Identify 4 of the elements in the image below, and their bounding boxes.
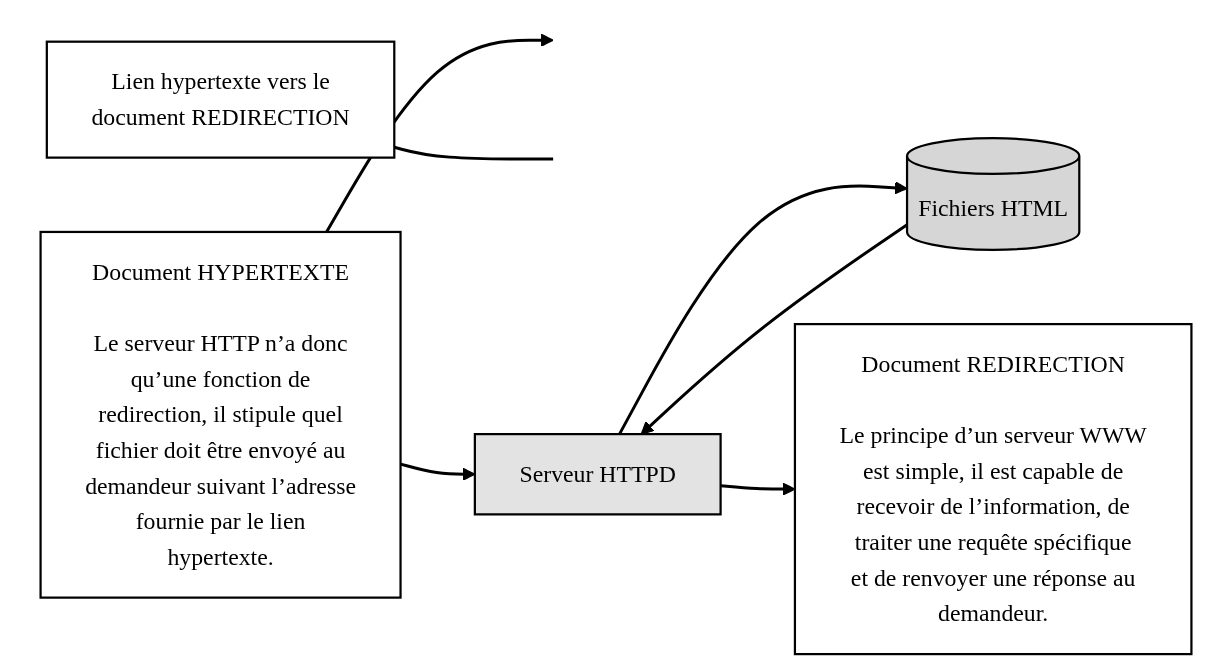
node-box: Document HYPERTEXTE Le serveur HTTP n’a donc qu’une fonction de redirection, il stipule quel fichier doit être envoyé au demandeur suivant l’adresse fournie par le lien hypertexte.: [39, 230, 402, 599]
node-box: Lien hypertexte vers le document REDIRECTION: [45, 40, 396, 159]
node-box: Serveur HTTPD: [473, 432, 722, 515]
node-box: Document REDIRECTION Le principe d’un serveur WWW est simple, il est capable de recevoir de l’information, de traiter une requête spécifique et de renvoyer une réponse au demandeur.: [793, 322, 1193, 655]
